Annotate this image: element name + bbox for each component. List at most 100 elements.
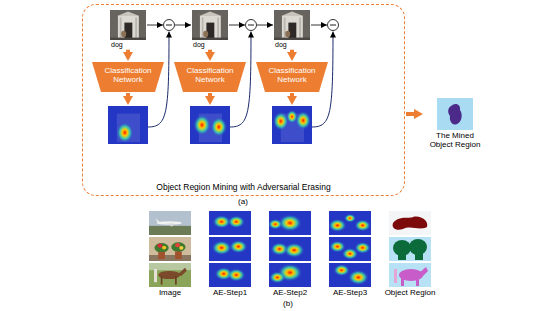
illustration-part [393, 217, 428, 230]
illustration-part [200, 16, 221, 39]
illustration-part [286, 110, 297, 124]
illustration-part [354, 219, 371, 231]
illustration-part [162, 246, 166, 250]
illustration-part [269, 263, 311, 287]
illustration-part [299, 18, 301, 39]
illustration-part [149, 255, 191, 261]
flow-arrow [208, 93, 212, 96]
label-slot: AE-Step3 [333, 289, 367, 298]
photo [149, 237, 191, 261]
illustration-part [192, 10, 228, 40]
illustration-part [348, 270, 369, 285]
trapezoid-fill [174, 62, 246, 92]
illustration-part [161, 276, 163, 284]
heatmap [209, 237, 251, 261]
illustration-part [419, 267, 428, 277]
illustration-part [110, 10, 146, 40]
label-slot: AE-Step2 [273, 289, 307, 298]
block-label: Classification Network [263, 67, 321, 85]
object-region [389, 263, 431, 287]
illustration-part [398, 253, 406, 260]
photo [274, 10, 310, 40]
illustration-part [193, 114, 211, 135]
label-slot: (a) [238, 198, 248, 207]
illustration-part [209, 211, 251, 235]
image-label: dog [192, 41, 228, 49]
image-label: dog [274, 41, 310, 49]
flow-arrow [290, 93, 294, 96]
illustration-part [211, 240, 231, 255]
illustration-part [282, 16, 303, 39]
illustration-part [175, 243, 180, 247]
heatmap [329, 263, 371, 287]
erase-operator [246, 20, 257, 31]
illustration-part [329, 263, 371, 287]
caption-text: Object Region Mining with Adversarial Er… [156, 183, 330, 192]
illustration-part [415, 253, 423, 260]
illustration-part [228, 215, 246, 228]
illustration-part [116, 122, 134, 143]
column-label: AE-Step1 [213, 289, 247, 298]
network-block: Classification Network [174, 62, 246, 92]
illustration-part [344, 214, 356, 223]
illustration-part [120, 18, 122, 39]
illustration-part [281, 12, 303, 17]
illustration-part [437, 98, 473, 130]
group-box: Object Region Mining with Adversarial Er… [82, 4, 405, 196]
network-block: Classification Network [256, 62, 328, 92]
label-slot: AE-Step1 [213, 289, 247, 298]
heatmap [108, 106, 148, 144]
photo [192, 10, 228, 40]
flow-arrow [126, 93, 130, 96]
illustration-part [190, 106, 230, 144]
photo [110, 10, 146, 40]
illustration-part [203, 31, 208, 38]
illustration-part [217, 18, 219, 39]
illustration-part [149, 226, 191, 235]
illustration-part [354, 242, 371, 254]
label-slot: (b) [283, 300, 293, 309]
illustration-part [329, 237, 371, 261]
illustration-part [389, 211, 431, 235]
flow-arrow [406, 112, 414, 116]
photo [149, 263, 191, 287]
heatmap [329, 237, 371, 261]
illustration-part [329, 211, 371, 235]
trapezoid-fill [92, 62, 164, 92]
illustration-part [269, 271, 286, 283]
illustration-part [157, 243, 162, 247]
illustration-part [210, 117, 227, 137]
heatmap [269, 211, 311, 235]
region-image [437, 98, 473, 130]
result-image: The Mined Object Region [424, 98, 486, 150]
illustration-part [394, 269, 397, 283]
minus-sign [166, 25, 172, 26]
illustration-part [272, 106, 312, 144]
column-label: Image [159, 289, 181, 298]
data-arrow [311, 25, 327, 26]
object-region [389, 237, 431, 261]
illustration-part [416, 277, 419, 286]
part-label: (b) [283, 300, 293, 309]
illustration-part [154, 243, 168, 253]
flow-arrow [290, 50, 294, 52]
illustration-part [409, 239, 427, 255]
illustration-part [156, 218, 160, 223]
label-slot: Object Region [385, 289, 436, 298]
data-arrow [175, 25, 191, 26]
illustration-part [149, 211, 191, 235]
data-arrow [257, 25, 273, 26]
illustration-part [121, 31, 126, 38]
illustration-part [284, 242, 305, 257]
illustration-part [285, 31, 290, 38]
illustration-part [284, 18, 286, 39]
illustration-part [229, 240, 247, 253]
illustration-part [227, 268, 245, 281]
flow-arrow [126, 50, 130, 52]
illustration-part [158, 252, 165, 259]
illustration-part [110, 38, 146, 40]
minus-sign [330, 25, 336, 26]
illustration-part [389, 263, 431, 287]
illustration-part [274, 10, 310, 40]
heatmap [269, 263, 311, 287]
